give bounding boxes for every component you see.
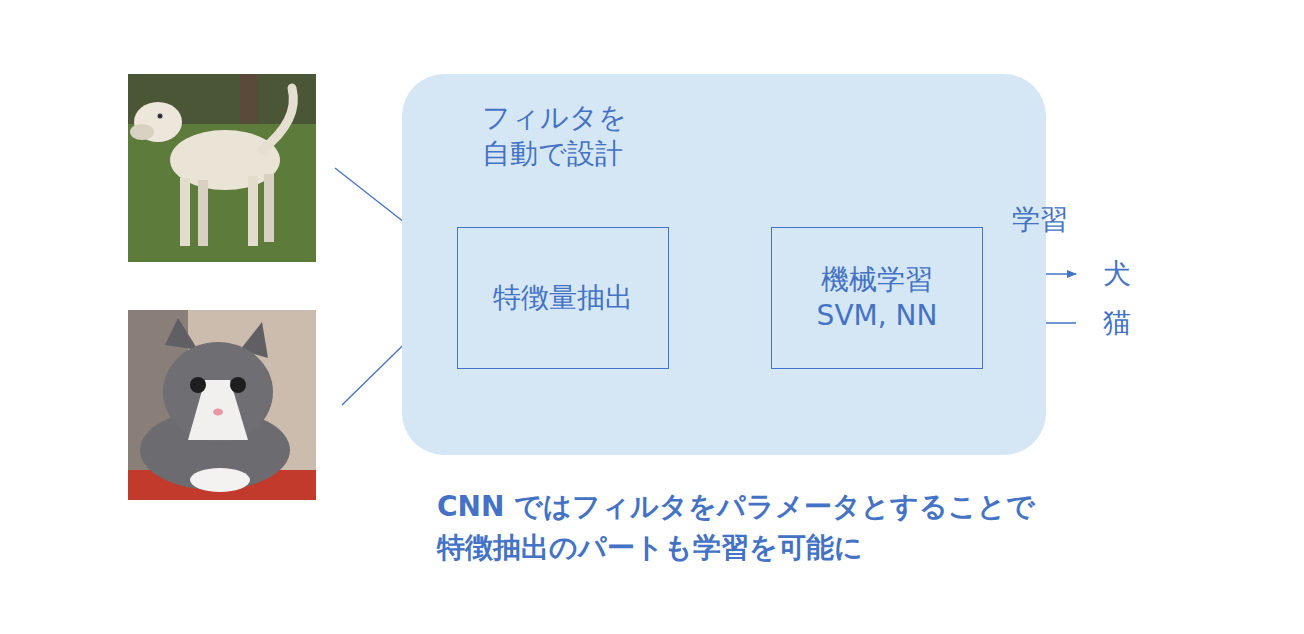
cat-eye	[190, 377, 206, 393]
dog-muzzle	[130, 124, 154, 140]
dog-photo	[128, 74, 316, 262]
dog-leg	[198, 180, 208, 246]
box-label: 特徴量抽出	[493, 280, 633, 316]
cat-photo	[128, 310, 316, 500]
cat-ear	[165, 318, 198, 350]
dog-leg	[264, 174, 274, 242]
group-region: フィルタを 自動で設計特徴量抽出 機械学習 SVM, NN	[402, 74, 1046, 455]
process-box: 特徴量抽出	[457, 227, 669, 369]
grass	[128, 74, 316, 262]
cat-paws	[190, 468, 250, 492]
dog-leg	[180, 178, 190, 246]
process-box: 機械学習 SVM, NN	[771, 227, 983, 369]
class-label: 犬	[1103, 257, 1131, 291]
dog-tail	[262, 88, 293, 150]
edge-note: 学習	[1012, 203, 1068, 237]
cat-nose	[213, 409, 223, 416]
box-label: 機械学習 SVM, NN	[792, 262, 962, 335]
tree-trunk	[240, 74, 258, 124]
region-heading: フィルタを 自動で設計	[482, 100, 712, 173]
cat-eye	[230, 377, 246, 393]
cat-head	[163, 342, 273, 442]
dog-leg	[248, 176, 258, 246]
photo-background	[128, 310, 316, 500]
class-label: 猫	[1103, 306, 1131, 340]
dog-eye	[158, 114, 163, 119]
caption: CNN ではフィルタをパラメータとすることで 特徴抽出のパートも学習を可能に	[437, 487, 1257, 568]
